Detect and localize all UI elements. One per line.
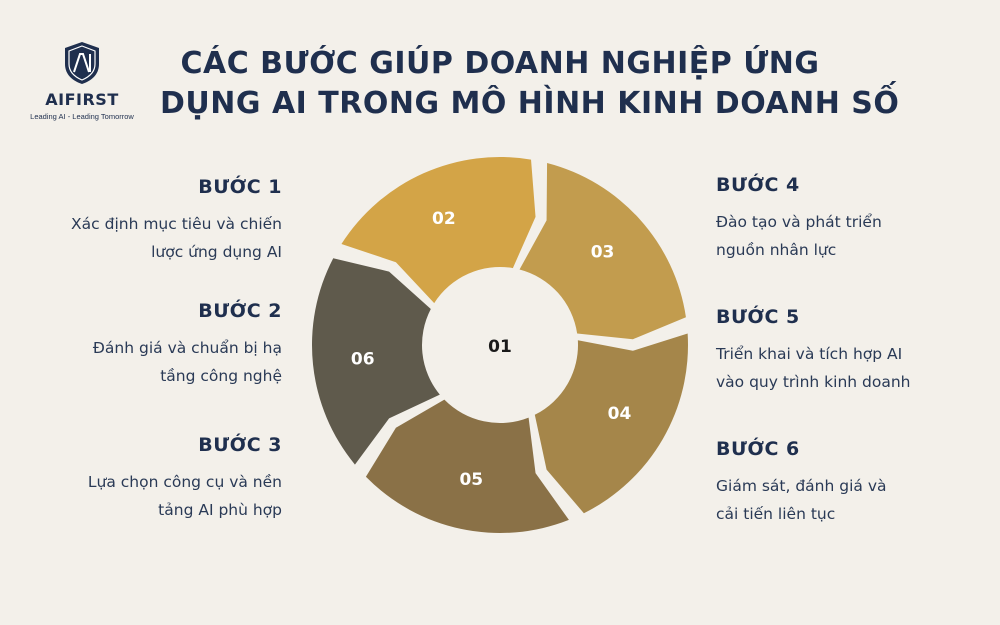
brand-logo: AIFIRST Leading AI - Leading Tomorrow [22,40,142,121]
step-6-description: Giám sát, đánh giá và cải tiến liên tục [716,472,986,528]
step-6-line-1: Giám sát, đánh giá và [716,477,887,495]
step-1-heading: BƯỚC 1 [198,176,282,198]
brand-name: AIFIRST [45,90,119,109]
step-3-line-2: tảng AI phù hợp [158,501,282,519]
wheel-segment-04 [534,333,689,514]
wheel-center-label: 01 [488,337,512,357]
title-line-1: CÁC BƯỚC GIÚP DOANH NGHIỆP ỨNG [180,46,820,81]
step-5: BƯỚC 5 Triển khai và tích hợp AI vào quy… [716,306,986,396]
step-2-line-1: Đánh giá và chuẩn bị hạ [92,339,282,357]
step-6-line-2: cải tiến liên tục [716,505,836,523]
wheel-center [425,270,575,420]
wheel-segment-label-04: 04 [608,404,632,424]
wheel-segment-02 [341,157,536,304]
wheel-segment-label-03: 03 [591,243,615,263]
step-4-heading: BƯỚC 4 [716,174,800,196]
shield-ai-icon [65,42,99,84]
step-4-description: Đào tạo và phát triển nguồn nhân lực [716,208,986,264]
step-5-line-1: Triển khai và tích hợp AI [716,345,903,363]
step-6: BƯỚC 6 Giám sát, đánh giá và cải tiến li… [716,438,986,528]
step-1-description: Xác định mục tiêu và chiến lược ứng dụng… [22,210,282,266]
wheel-segment-label-06: 06 [351,349,375,369]
step-2-line-2: tầng công nghệ [160,367,282,385]
step-5-description: Triển khai và tích hợp AI vào quy trình … [716,340,986,396]
step-4-line-1: Đào tạo và phát triển [716,213,882,231]
step-3-line-1: Lựa chọn công cụ và nền [87,473,282,491]
wheel-segment-06 [312,258,440,465]
step-4: BƯỚC 4 Đào tạo và phát triển nguồn nhân … [716,174,986,264]
step-5-heading: BƯỚC 5 [716,306,800,328]
step-3-heading: BƯỚC 3 [198,434,282,456]
step-3: BƯỚC 3 Lựa chọn công cụ và nền tảng AI p… [22,434,282,524]
step-1-line-2: lược ứng dụng AI [151,243,282,261]
step-1: BƯỚC 1 Xác định mục tiêu và chiến lược ứ… [22,176,282,266]
step-2: BƯỚC 2 Đánh giá và chuẩn bị hạ tầng công… [22,300,282,390]
step-3-description: Lựa chọn công cụ và nền tảng AI phù hợp [22,468,282,524]
page-title: CÁC BƯỚC GIÚP DOANH NGHIỆP ỨNG DỤNG AI T… [160,44,900,124]
step-5-line-2: vào quy trình kinh doanh [716,373,911,391]
step-1-line-1: Xác định mục tiêu và chiến [71,215,282,233]
step-2-heading: BƯỚC 2 [198,300,282,322]
wheel-segment-05 [365,399,569,533]
step-4-line-2: nguồn nhân lực [716,241,837,259]
wheel-segment-label-02: 02 [432,209,456,229]
title-line-2: DỤNG AI TRONG MÔ HÌNH KINH DOANH SỐ [160,86,900,121]
wheel-segment-03 [519,162,686,340]
brand-tagline: Leading AI - Leading Tomorrow [30,112,134,121]
step-6-heading: BƯỚC 6 [716,438,800,460]
step-2-description: Đánh giá và chuẩn bị hạ tầng công nghệ [22,334,282,390]
wheel-segment-label-05: 05 [459,470,483,490]
